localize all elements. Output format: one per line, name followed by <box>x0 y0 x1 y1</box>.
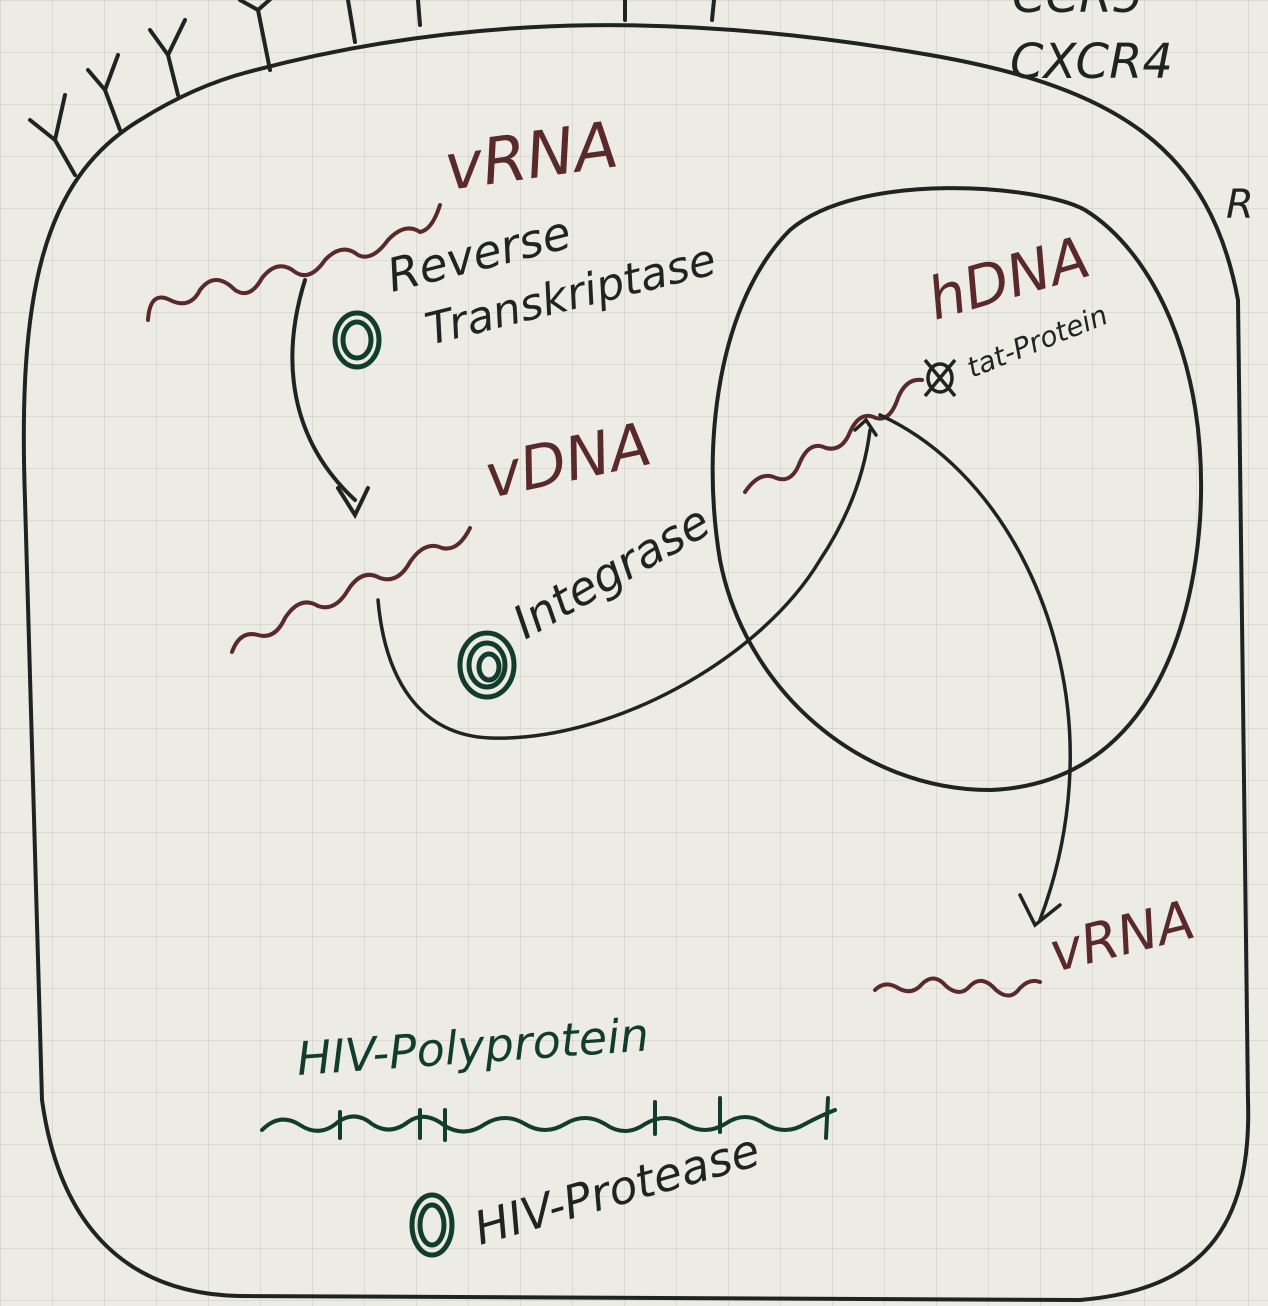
nucleus-membrane <box>710 186 1203 793</box>
hdna-strand <box>743 377 924 494</box>
label-right-edge: R <box>1226 182 1254 228</box>
integration-arrow <box>376 417 878 740</box>
transcription-arrow <box>878 413 1072 928</box>
enzyme-reverse-transkriptase-icon <box>332 310 382 370</box>
vdna-strand <box>230 526 472 654</box>
vrna-bottom-strand <box>873 976 1042 998</box>
cell-membrane <box>21 23 1251 1303</box>
enzyme-hiv-protease-icon <box>409 1192 455 1258</box>
membrane-receptors <box>28 0 716 177</box>
protease-cut-marks <box>338 1096 830 1142</box>
vrna-top-strand <box>146 203 442 322</box>
label-cxcr4: CXCR4 <box>1010 34 1173 90</box>
label-ccr5: CCR5 <box>1012 0 1143 24</box>
polyprotein-strand <box>260 1108 837 1134</box>
reverse-transcription-arrow <box>290 278 370 520</box>
tat-protein-icon <box>923 358 957 398</box>
enzyme-integrase-icon <box>457 630 517 700</box>
